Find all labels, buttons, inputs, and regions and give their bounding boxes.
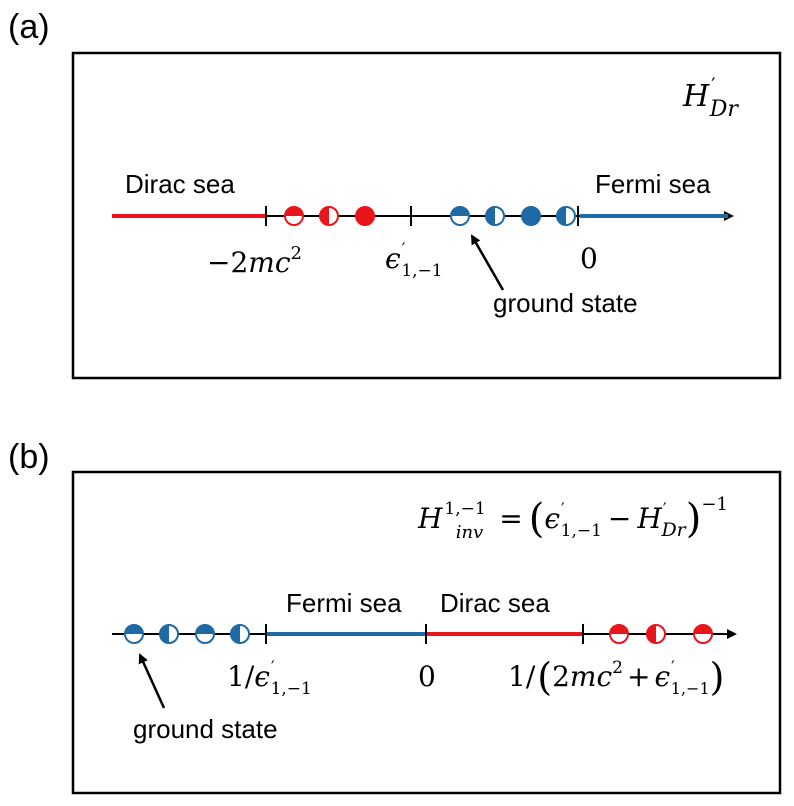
panel-a-frame: [71, 51, 782, 380]
panel-a-blue-states: [450, 206, 576, 226]
state-circle: [355, 206, 375, 226]
panel-a-tick-label-left: −2mc2: [207, 243, 302, 279]
panel-b-dirac-sea-label: Dirac sea: [440, 588, 550, 618]
state-circle-ground: [124, 624, 144, 644]
panel-b-ground-state-label: ground state: [133, 714, 278, 744]
panel-a-tick-label-mid: ϵ′1,−1: [385, 239, 443, 281]
state-circle: [230, 624, 250, 644]
panel-b-tick-label-right: 1/(2mc2+ϵ′1,−1): [508, 655, 724, 699]
panel-b-ground-state-arrow: [138, 653, 166, 709]
state-circle: [485, 206, 505, 226]
state-circle: [609, 624, 629, 644]
panel-a-ground-state-arrow: [470, 234, 505, 291]
panel-b-label: (b): [8, 438, 50, 476]
state-circle-ground: [450, 206, 470, 226]
panel-a-tick-label-right: 0: [580, 242, 598, 275]
panel-a-hamiltonian: H′Dr: [682, 73, 739, 122]
panel-b-blue-states: [124, 624, 250, 644]
panel-a-dirac-sea-label: Dirac sea: [125, 169, 235, 199]
state-circle: [284, 206, 304, 226]
state-circle: [195, 624, 215, 644]
panel-a-fermi-sea-label: Fermi sea: [595, 169, 711, 199]
state-circle: [556, 206, 576, 226]
state-circle: [159, 624, 179, 644]
state-circle: [319, 206, 339, 226]
state-circle: [521, 206, 541, 226]
panel-b-fermi-sea-label: Fermi sea: [286, 588, 402, 618]
panel-b-red-states: [609, 624, 713, 644]
panel-a-label: (a): [8, 8, 50, 46]
panel-b-tick-label-left: 1/ϵ′1,−1: [227, 657, 312, 699]
state-circle: [693, 624, 713, 644]
panel-a-ground-state-label: ground state: [493, 288, 638, 318]
panel-b-tick-label-mid: 0: [418, 660, 436, 693]
panel-a-red-states: [284, 206, 375, 226]
state-circle: [646, 624, 666, 644]
panel-b-frame: [71, 470, 782, 795]
